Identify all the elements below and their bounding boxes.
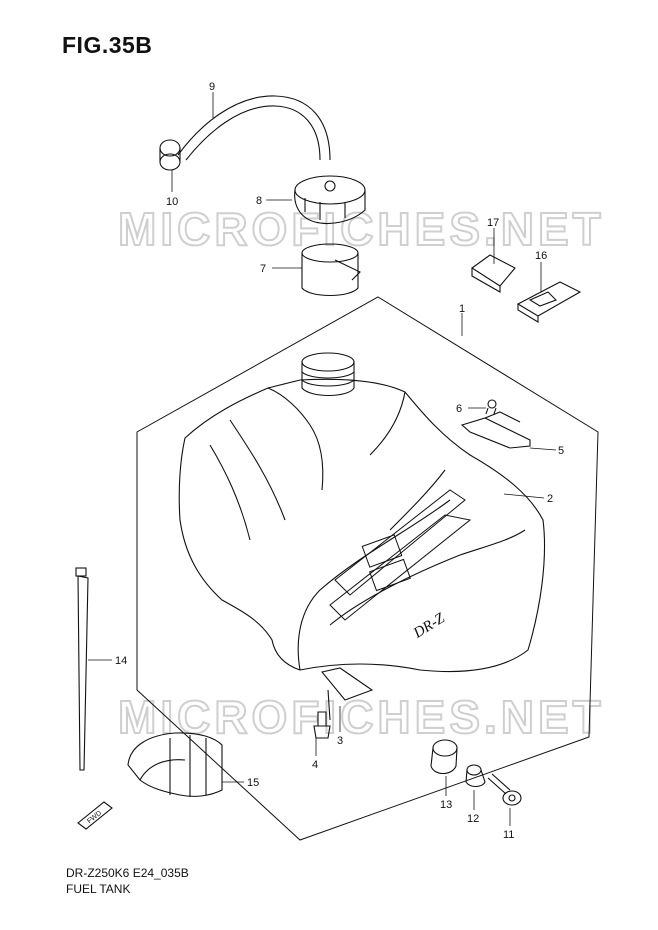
rubber-grommet [430,739,458,775]
front-direction-marker: FWD [77,801,113,830]
callout-6: 6 [456,403,462,415]
callout-17: 17 [487,217,499,229]
watermark-bottom: MICROFICHES.NET [118,691,605,743]
callout-1: 1 [459,303,465,315]
washer-bolt [487,773,522,806]
mounting-bolt [313,711,331,739]
spacer-collar [465,764,486,788]
callout-2: 2 [547,493,553,505]
tank-strap [516,281,582,323]
watermark-top: MICROFICHES.NET [118,203,605,255]
callout-16: 16 [535,250,547,262]
cushion-pad [471,254,516,293]
hose-clip [159,139,181,171]
fuel-hose [177,95,331,161]
callout-4: 4 [312,759,318,771]
fuel-cap [294,175,366,225]
callout-9: 9 [209,81,215,93]
callout-8: 8 [256,195,262,207]
figure-title: FIG.35B [62,32,153,58]
tank-cushion [127,732,223,797]
callout-5: 5 [558,445,564,457]
tank-decal-text: DR-Z [410,610,448,642]
callout-13: 13 [440,799,452,811]
callout-labels: 9 10 8 7 17 16 1 6 5 2 3 4 13 12 11 14 1… [115,81,564,841]
fuel-tank [178,352,546,721]
callout-10: 10 [166,196,178,208]
assembly-outline [136,296,599,841]
model-code: DR-Z250K6 E24_035B [66,866,189,880]
callout-7: 7 [260,263,266,275]
callout-15: 15 [247,777,259,789]
filler-ring [301,243,361,296]
callout-14: 14 [115,655,127,667]
callout-11: 11 [503,829,514,841]
callout-12: 12 [467,813,479,825]
mounting-bracket [460,411,531,449]
leader-lines [88,92,557,826]
diagram-caption: FUEL TANK [66,882,131,896]
callout-3: 3 [337,735,343,747]
bracket-screw [485,399,497,415]
tie-band [75,567,89,771]
